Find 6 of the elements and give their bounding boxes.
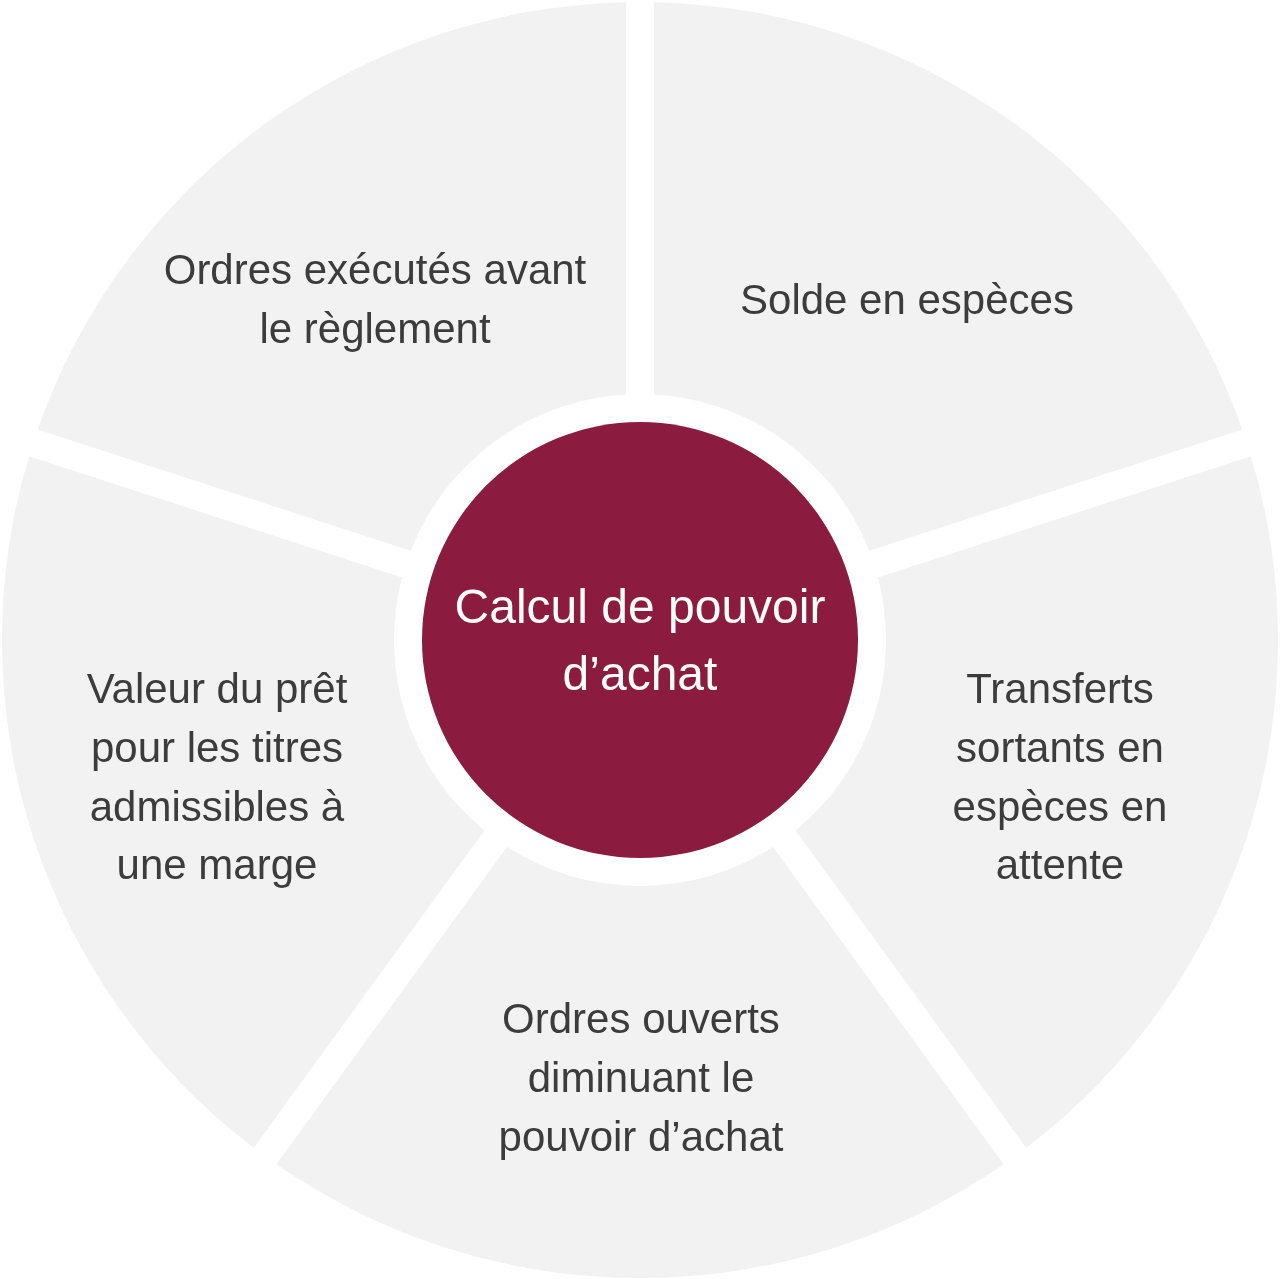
segment-label: Ordres exécutés avant le règlement	[162, 245, 588, 354]
segment-label: Ordres ouverts diminuant le pouvoir d’achat	[497, 993, 785, 1162]
segment-label: Valeur du prêt pour les titres admissibles à une marge	[85, 664, 349, 891]
center-label: Calcul de pouvoir d’achat	[453, 578, 827, 702]
segment-label: Solde en espèces	[739, 274, 1075, 325]
segment-label: Transferts sortants en espèces en attente	[951, 664, 1169, 891]
